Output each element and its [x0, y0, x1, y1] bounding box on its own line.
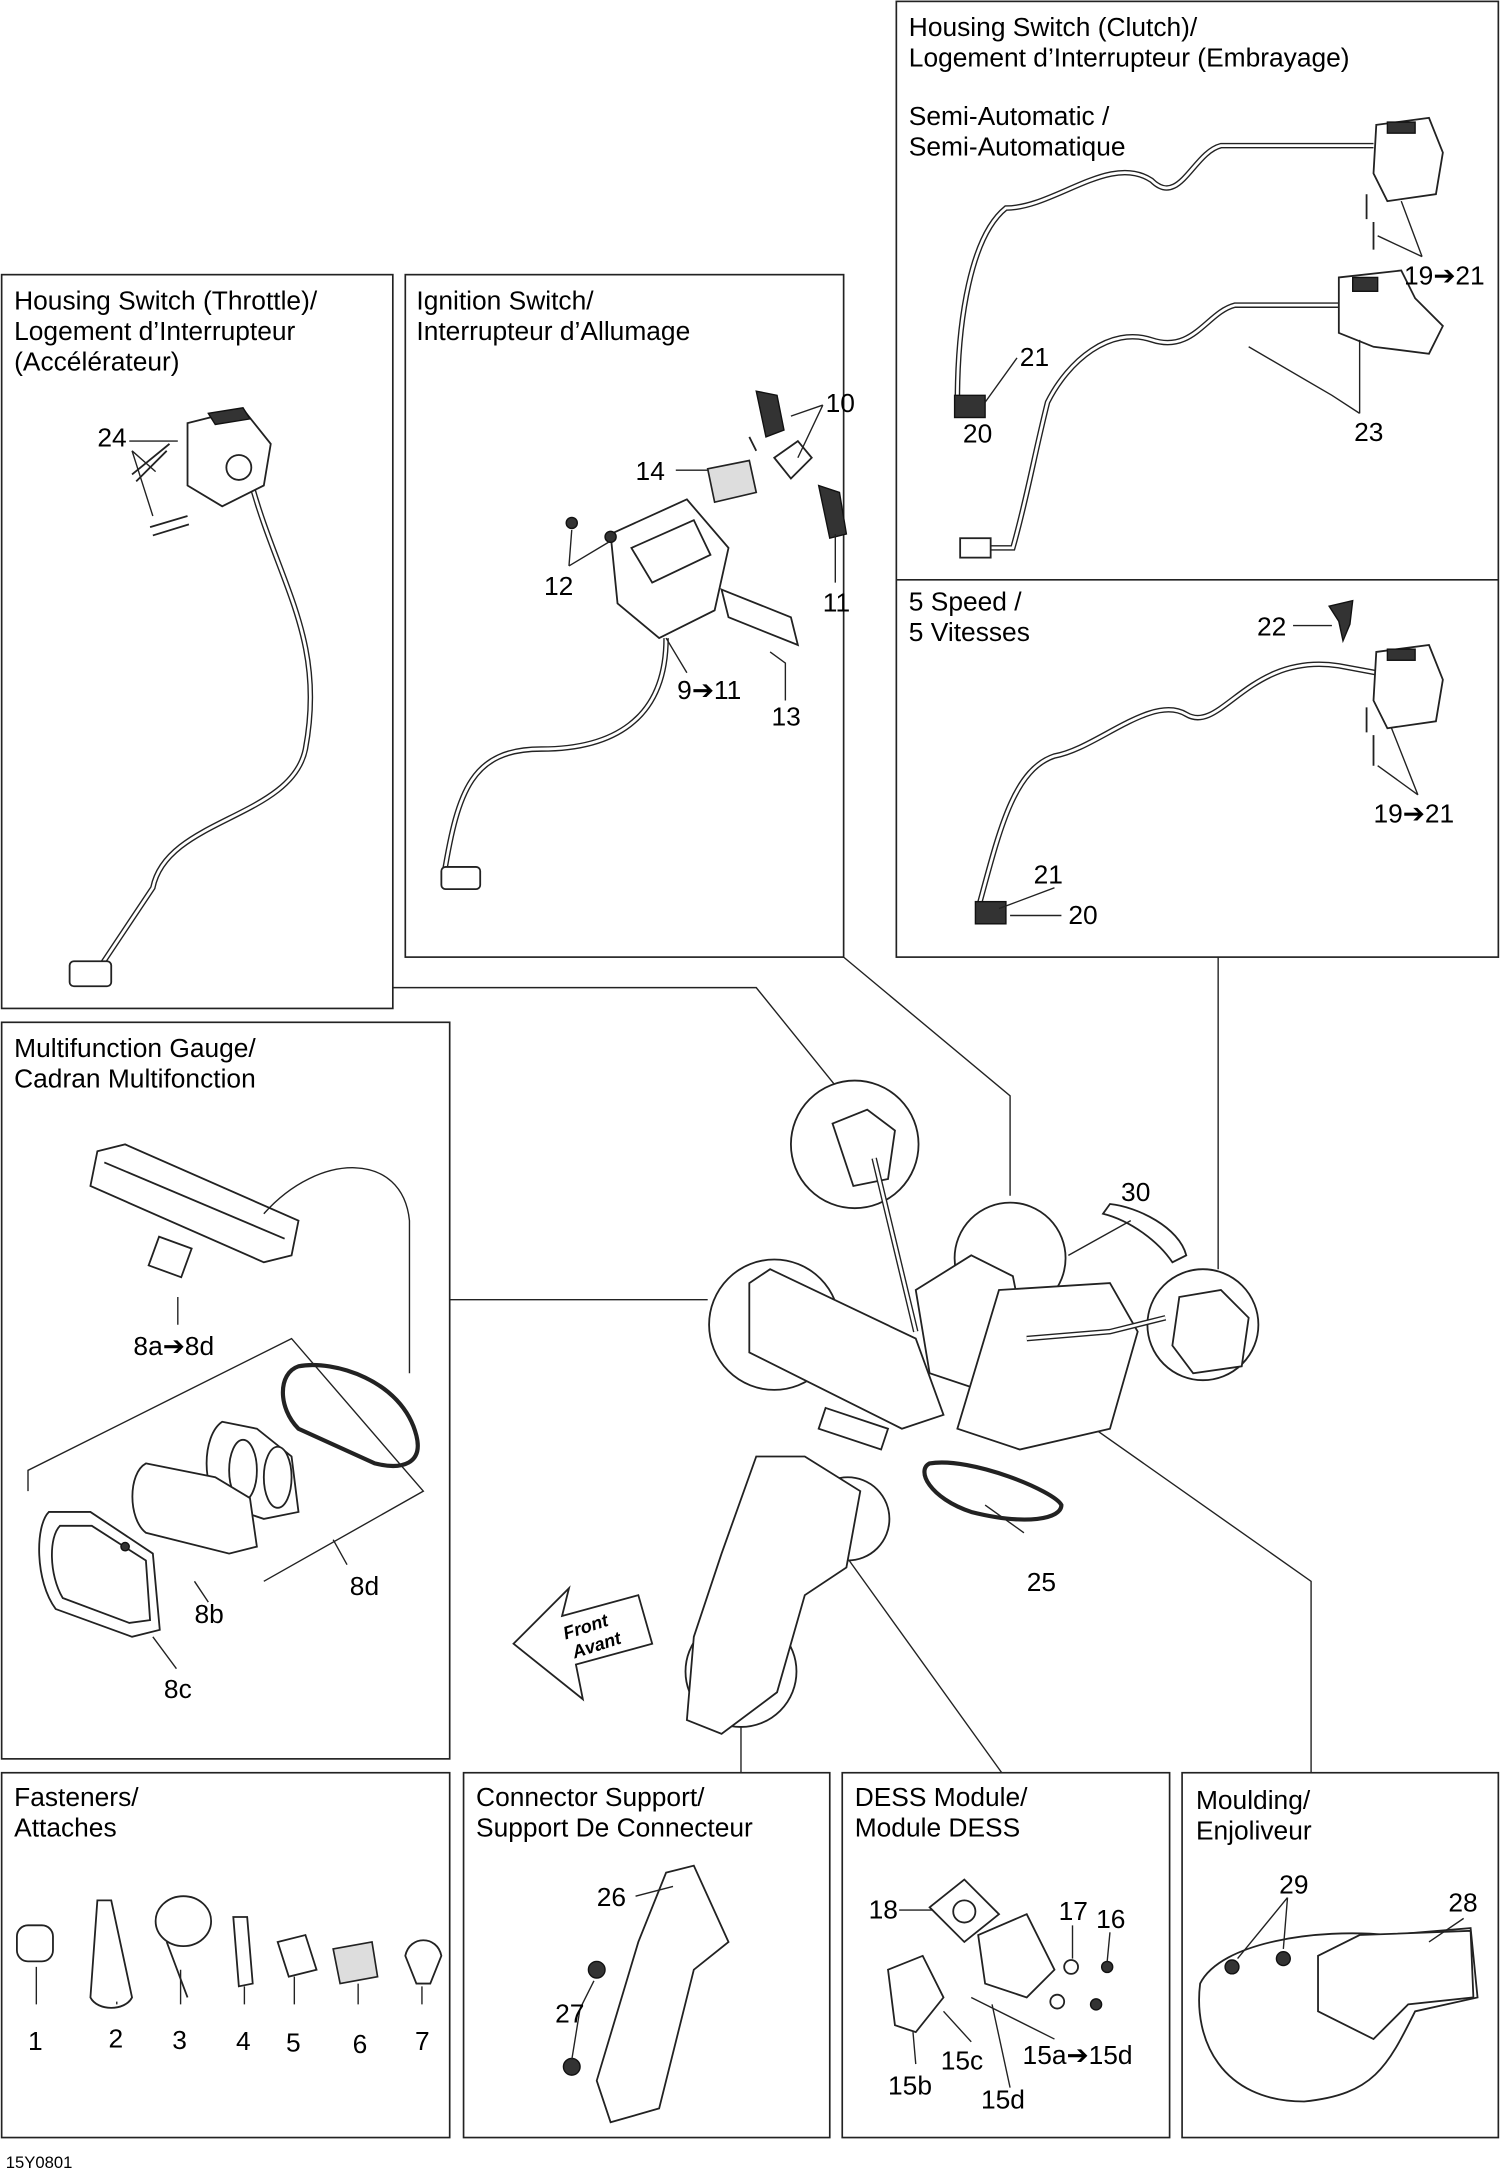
panel-title-line: Cadran Multifonction: [14, 1064, 256, 1094]
callout-1: 1: [28, 2026, 43, 2056]
callout-27: 27: [555, 1998, 584, 2028]
callout-9-11: 9➔11: [677, 675, 741, 705]
panel-title-line: Interrupteur d’Allumage: [416, 316, 690, 346]
panel-moulding: Moulding/ Enjoliveur 29 28: [1181, 1771, 1500, 2139]
callout-8d: 8d: [350, 1571, 379, 1601]
callout-26: 26: [597, 1882, 626, 1912]
callout-19-21: 19➔21: [1404, 260, 1485, 290]
panel-title-line: Fasteners/: [14, 1782, 139, 1812]
callout-7: 7: [415, 2026, 430, 2056]
main-assembly: 30 25 Front Avant: [512, 1079, 1260, 1735]
callout-18: 18: [869, 1894, 898, 1924]
callout-15c: 15c: [941, 2046, 983, 2076]
callout-8c: 8c: [164, 1674, 192, 1704]
callout-23: 23: [1354, 417, 1383, 447]
callout-10: 10: [826, 388, 855, 418]
panel-title-line: (Accélérateur): [14, 346, 179, 376]
callout-15b: 15b: [888, 2071, 932, 2101]
callout-8b: 8b: [194, 1599, 223, 1629]
throttle-housing-part: [68, 407, 314, 988]
callout-8a-8d: 8a➔8d: [133, 1331, 214, 1361]
panel-title-line: Logement d’Interrupteur (Embrayage): [909, 43, 1350, 73]
callout-30: 30: [1121, 1177, 1150, 1207]
callout-6: 6: [353, 2029, 368, 2059]
callout-21: 21: [1034, 860, 1063, 890]
callout-20: 20: [963, 418, 992, 448]
panel-title-line: Enjoliveur: [1196, 1815, 1312, 1845]
panel-ignition-switch: Ignition Switch/ Interrupteur d’Allumage…: [404, 273, 855, 958]
callout-15a-15d: 15a➔15d: [1023, 2040, 1133, 2070]
panel-title-line: Multifunction Gauge/: [14, 1033, 256, 1063]
callout-12: 12: [544, 571, 573, 601]
callout-17: 17: [1059, 1896, 1088, 1926]
panel-multifunction-gauge: Multifunction Gauge/ Cadran Multifonctio…: [0, 1021, 451, 1760]
panel-title-line: Ignition Switch/: [416, 285, 594, 315]
callout-11: 11: [823, 588, 850, 618]
callout-25: 25: [1027, 1567, 1056, 1597]
panel-title-line: Housing Switch (Clutch)/: [909, 12, 1198, 42]
semi-automatic-switch-parts: [953, 116, 1444, 559]
callout-16: 16: [1096, 1904, 1125, 1934]
panel-dess-module: DESS Module/ Module DESS 18 17 16 15c 15…: [841, 1771, 1171, 2139]
section-title-line: Semi-Automatique: [909, 131, 1126, 161]
callout-22: 22: [1257, 611, 1286, 641]
callout-4: 4: [236, 2026, 251, 2056]
section-title-line: Semi-Automatic /: [909, 101, 1110, 131]
panel-title-line: DESS Module/: [855, 1782, 1028, 1812]
callout-2: 2: [108, 2023, 123, 2053]
callout-3: 3: [172, 2025, 187, 2055]
section-title-line: 5 Vitesses: [909, 617, 1030, 647]
callout-13: 13: [772, 701, 801, 731]
panel-fasteners: Fasteners/ Attaches 1 2 3 4 5 6 7: [0, 1771, 451, 2139]
section-title-line: 5 Speed /: [909, 586, 1022, 616]
panel-title-line: Moulding/: [1196, 1785, 1311, 1815]
panel-housing-switch-clutch: Housing Switch (Clutch)/ Logement d’Inte…: [895, 0, 1500, 958]
callout-5: 5: [286, 2028, 301, 2058]
callout-20: 20: [1068, 900, 1097, 930]
panel-connector-support: Connector Support/ Support De Connecteur…: [462, 1771, 831, 2139]
diagram-code: 15Y0801: [6, 2153, 73, 2172]
panel-title-line: Support De Connecteur: [476, 1813, 753, 1843]
ignition-switch-part: [440, 390, 848, 891]
leader-lines: [392, 956, 1312, 1774]
callout-28: 28: [1448, 1887, 1477, 1917]
callout-15d: 15d: [981, 2084, 1025, 2114]
front-direction-arrow: Front Avant: [512, 1585, 654, 1702]
panel-housing-switch-throttle: Housing Switch (Throttle)/ Logement d’In…: [0, 273, 394, 1010]
panel-title-line: Housing Switch (Throttle)/: [14, 285, 318, 315]
panel-title-line: Module DESS: [855, 1813, 1020, 1843]
five-speed-switch-parts: [974, 599, 1444, 925]
panel-title-line: Connector Support/: [476, 1782, 705, 1812]
callout-14: 14: [636, 456, 665, 486]
callout-19-21: 19➔21: [1374, 799, 1455, 829]
panel-title-line: Logement d’Interrupteur: [14, 316, 295, 346]
panel-title-line: Attaches: [14, 1813, 117, 1843]
callout-24: 24: [97, 423, 126, 453]
callout-29: 29: [1279, 1869, 1308, 1899]
gauge-parts: [38, 1143, 420, 1638]
callout-21: 21: [1020, 342, 1049, 372]
